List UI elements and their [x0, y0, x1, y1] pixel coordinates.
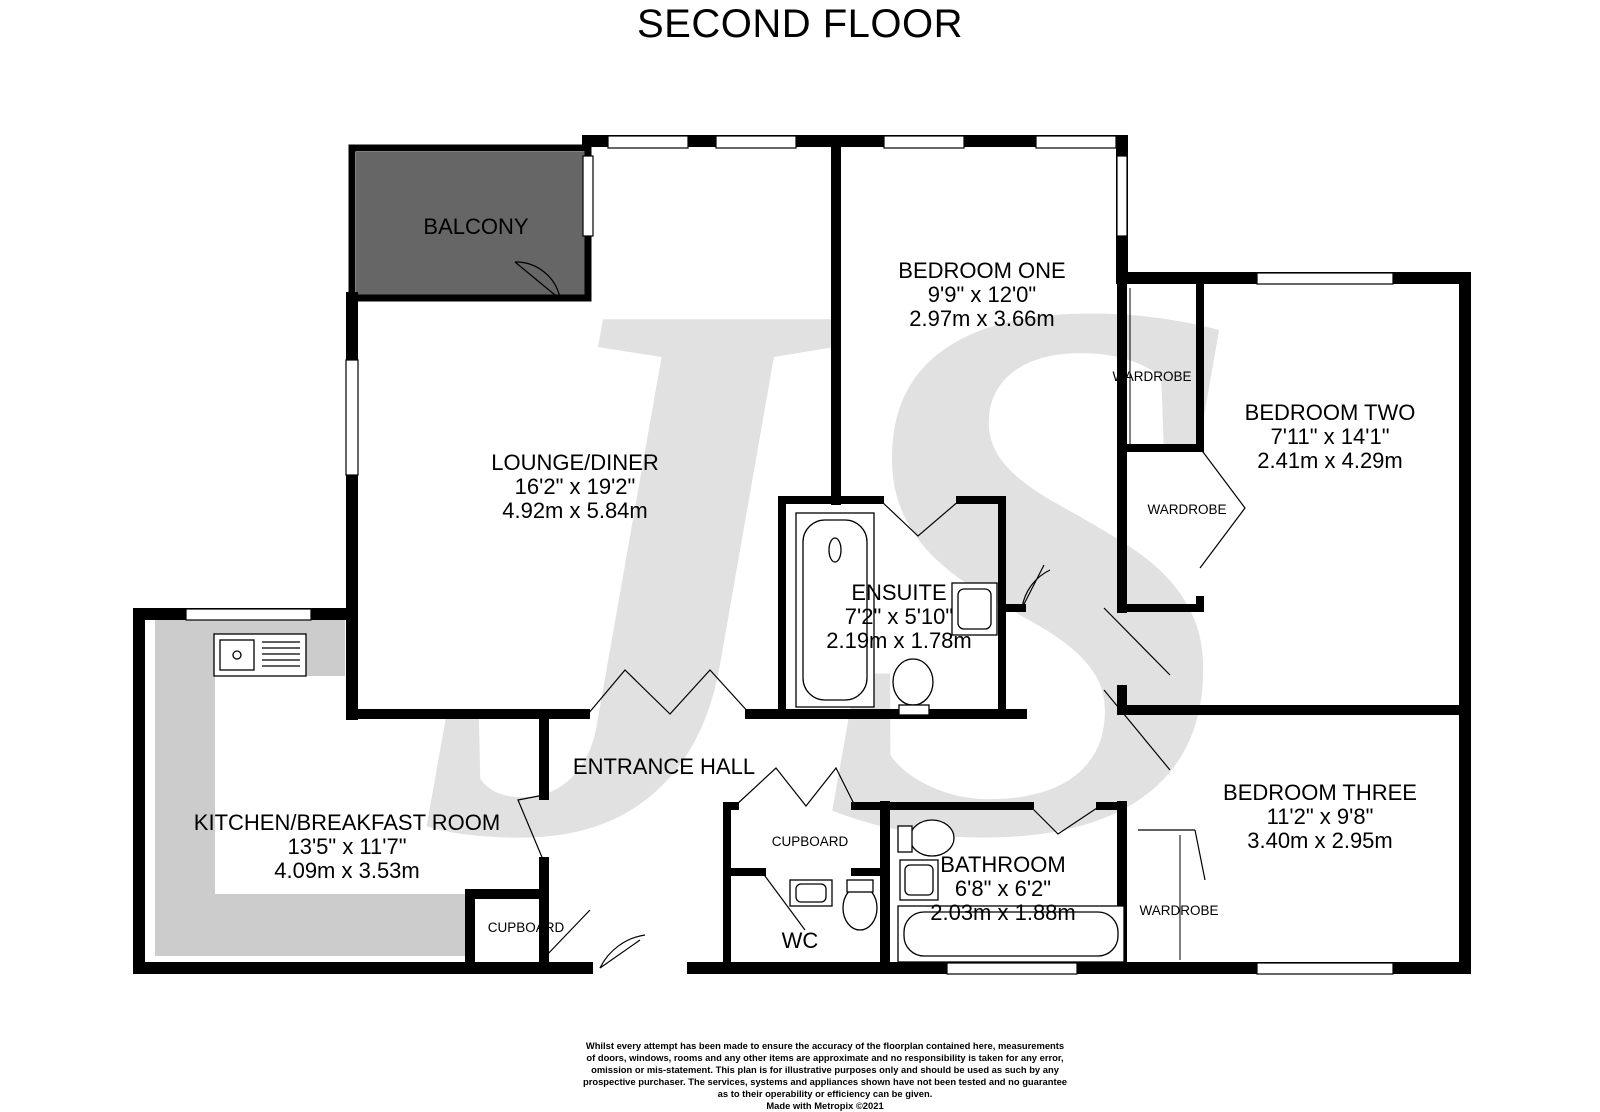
- disclaimer-line: omission or mis-statement. This plan is …: [591, 1064, 1059, 1075]
- lounge-imperial: 16'2" x 19'2": [515, 474, 636, 499]
- bathroom-imperial: 6'8" x 6'2": [955, 876, 1051, 901]
- bathroom-toilet-icon: [897, 819, 955, 857]
- windows: [185, 135, 1394, 975]
- wardrobe-bedroom-three-label: WARDROBE: [1139, 903, 1218, 918]
- bedroom-one-imperial: 9'9" x 12'0": [928, 282, 1036, 307]
- kitchen-metric: 4.09m x 3.53m: [274, 858, 420, 883]
- bedroom-one-name: BEDROOM ONE: [898, 258, 1065, 283]
- bedroom-three-metric: 3.40m x 2.95m: [1247, 828, 1393, 853]
- page-title: SECOND FLOOR: [636, 2, 964, 46]
- bedroom-one-metric: 2.97m x 3.66m: [909, 306, 1055, 331]
- disclaimer-line: of doors, windows, rooms and any other i…: [586, 1052, 1064, 1063]
- ensuite-toilet-icon: [892, 658, 934, 716]
- wc-toilet-icon: [842, 879, 878, 931]
- wardrobe-rails: [1129, 288, 1181, 960]
- cupboard-kitchen-label: CUPBOARD: [488, 920, 565, 935]
- ensuite-metric: 2.19m x 1.78m: [826, 628, 972, 653]
- storage-labels: WARDROBE WARDROBE WARDROBE CUPBOARD CUPB…: [488, 369, 1227, 935]
- lounge-metric: 4.92m x 5.84m: [502, 498, 648, 523]
- disclaimer-line: Whilst every attempt has been made to en…: [585, 1040, 1065, 1051]
- disclaimer-line: as to their operability or efficiency ca…: [717, 1088, 933, 1099]
- kitchen-sink-icon: [213, 633, 307, 677]
- entrance-hall-label: ENTRANCE HALL: [573, 754, 755, 779]
- bedroom-two-metric: 2.41m x 4.29m: [1257, 448, 1403, 473]
- bathroom-basin-icon: [899, 859, 939, 901]
- bedroom-three-name: BEDROOM THREE: [1223, 780, 1417, 805]
- kitchen-worktop: [155, 616, 470, 956]
- disclaimer: Whilst every attempt has been made to en…: [560, 1040, 1090, 1112]
- balcony-label: BALCONY: [423, 214, 528, 239]
- bedroom-two-name: BEDROOM TWO: [1245, 400, 1416, 425]
- balcony-floor: [356, 152, 588, 296]
- ensuite-name: ENSUITE: [851, 580, 946, 605]
- bathroom-metric: 2.03m x 1.88m: [930, 900, 1076, 925]
- disclaimer-credit: Made with Metropix ©2021: [766, 1100, 884, 1111]
- ensuite-basin-icon: [951, 582, 998, 636]
- cupboard-hall-label: CUPBOARD: [772, 834, 849, 849]
- bedroom-three-imperial: 11'2" x 9'8": [1267, 804, 1374, 829]
- wardrobe-bedroom-one-label: WARDROBE: [1112, 369, 1191, 384]
- lounge-name: LOUNGE/DINER: [491, 450, 658, 475]
- disclaimer-line: prospective purchaser. The services, sys…: [582, 1076, 1068, 1087]
- fixtures: [213, 512, 1125, 963]
- kitchen-imperial: 13'5" x 11'7": [287, 834, 406, 859]
- bathroom-name: BATHROOM: [940, 852, 1065, 877]
- ensuite-imperial: 7'2" x 5'10": [845, 604, 953, 629]
- wardrobe-bedroom-two-label: WARDROBE: [1147, 502, 1226, 517]
- ensuite-bath-icon: [795, 512, 875, 708]
- wc-label: WC: [782, 928, 819, 953]
- bedroom-two-imperial: 7'11" x 14'1": [1270, 424, 1389, 449]
- wc-basin-icon: [789, 879, 833, 907]
- room-labels: BALCONY LOUNGE/DINER 16'2" x 19'2" 4.92m…: [194, 214, 1417, 953]
- kitchen-name: KITCHEN/BREAKFAST ROOM: [194, 810, 500, 835]
- bathroom-bath-icon: [897, 905, 1125, 963]
- doors: [514, 261, 1246, 969]
